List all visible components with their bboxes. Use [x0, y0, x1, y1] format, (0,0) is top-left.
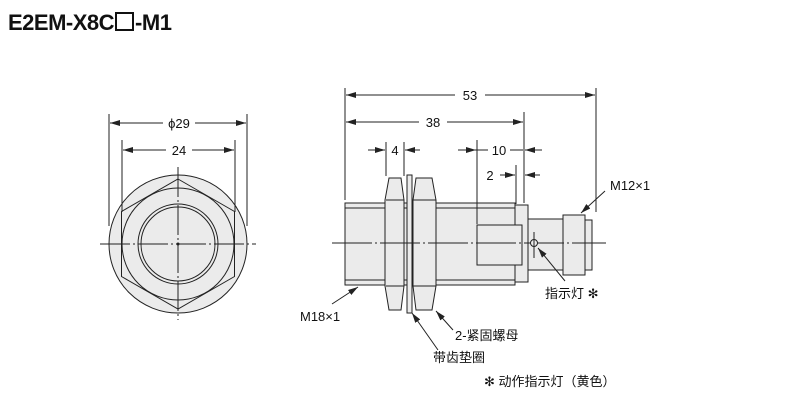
footnote-indicator: ✻ 动作指示灯（黄色）: [484, 374, 616, 389]
lock-nut-left: [384, 177, 405, 311]
dim-body-length: 38: [426, 115, 440, 130]
indicator-window: [476, 224, 523, 266]
dim-nut-thickness: 4: [391, 143, 398, 158]
dim-hex-width: 24: [172, 143, 186, 158]
lock-nut-right: [412, 177, 437, 311]
toothed-washer: [406, 174, 413, 314]
front-view: ϕ29 24: [100, 114, 256, 320]
label-body-thread: M18×1: [300, 309, 340, 324]
dim-outer-diameter: ϕ29: [168, 116, 190, 131]
dim-window: 10: [492, 143, 506, 158]
label-indicator: 指示灯 ✻: [545, 286, 599, 301]
label-connector-thread: M12×1: [610, 178, 650, 193]
label-toothed-washer: 带齿垫圈: [433, 350, 485, 365]
label-lock-nuts: 2-紧固螺母: [455, 328, 519, 343]
placeholder-box-icon: [115, 12, 135, 31]
connector-thread: [562, 214, 586, 276]
side-view: 53 38 4 10 2 M12×1 M18×1 指示灯 ✻ 2-紧固螺母 带齿…: [300, 88, 650, 389]
dim-total-length: 53: [463, 88, 477, 103]
model-title: E2EM-X8C-M1: [8, 10, 172, 35]
dim-step: 2: [486, 168, 493, 183]
